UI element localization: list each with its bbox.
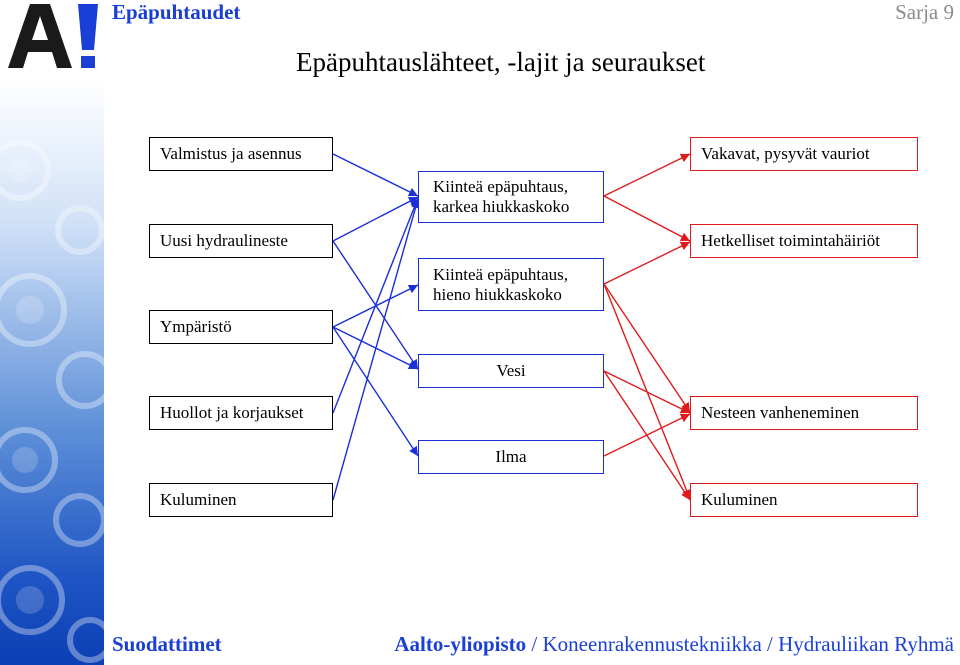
page-title: Epäpuhtauslähteet, -lajit ja seuraukset xyxy=(296,47,706,77)
source-box-wear: Kuluminen xyxy=(149,483,333,517)
type-box-coarse-solid: Kiinteä epäpuhtaus, karkea hiukkaskoko xyxy=(418,171,604,223)
arrow-water-to-aging xyxy=(603,370,691,414)
arrow-source-1-to-coarse xyxy=(332,153,419,197)
gear-pattern-icon xyxy=(0,139,104,663)
footer: Suodattimet Aalto-yliopisto / Koneenrake… xyxy=(0,630,960,660)
footer-group: Hydrauliikan Ryhmä xyxy=(778,632,954,656)
source-label: Kuluminen xyxy=(160,490,237,509)
source-label: Ympäristö xyxy=(160,317,232,336)
type-box-water: Vesi xyxy=(418,354,604,388)
arrow-coarse-to-severe xyxy=(603,153,691,197)
type-box-air: Ilma xyxy=(418,440,604,474)
series-label: Sarja 9 xyxy=(895,0,954,24)
source-box-new-fluid: Uusi hydraulineste xyxy=(149,224,333,258)
aalto-logo xyxy=(8,2,100,70)
source-label: Huollot ja korjaukset xyxy=(160,403,304,422)
effect-box-severe-damage: Vakavat, pysyvät vauriot xyxy=(690,137,918,171)
source-label: Uusi hydraulineste xyxy=(160,231,288,250)
arrow-fine-to-momentary xyxy=(603,241,691,285)
arrow-fine-to-aging xyxy=(603,283,691,413)
type-box-fine-solid: Kiinteä epäpuhtaus, hieno hiukkaskoko xyxy=(418,258,604,311)
footer-topic: Suodattimet xyxy=(112,632,222,656)
arrow-coarse-to-momentary xyxy=(603,195,691,242)
arrow-source-3-to-air xyxy=(332,326,419,457)
arrow-air-to-aging xyxy=(603,413,691,457)
source-box-environment: Ympäristö xyxy=(149,310,333,344)
footer-affiliation: Aalto-yliopisto / Koneenrakennustekniikk… xyxy=(394,630,954,658)
effect-label: Kuluminen xyxy=(701,490,778,509)
source-label: Valmistus ja asennus xyxy=(160,144,302,163)
footer-department: Koneenrakennustekniikka xyxy=(542,632,762,656)
effect-box-fluid-aging: Nesteen vanheneminen xyxy=(690,396,918,430)
footer-separator: / xyxy=(526,632,543,656)
effect-label: Nesteen vanheneminen xyxy=(701,403,860,422)
type-label-line1: Kiinteä epäpuhtaus, xyxy=(433,264,569,284)
arrow-source-5-to-coarse xyxy=(332,198,420,501)
effect-box-momentary-faults: Hetkelliset toimintahäiriöt xyxy=(690,224,918,258)
footer-separator: / xyxy=(761,632,779,656)
arrow-source-2-to-coarse xyxy=(332,196,419,242)
brand-title: Epäpuhtaudet xyxy=(112,0,241,24)
type-label-line1: Kiinteä epäpuhtaus, xyxy=(433,177,569,196)
source-box-maintenance: Huollot ja korjaukset xyxy=(149,396,333,430)
effect-box-wear: Kuluminen xyxy=(690,483,918,517)
type-label: Ilma xyxy=(495,447,527,466)
arrow-source-4-to-coarse xyxy=(332,197,419,414)
source-box-manufacturing: Valmistus ja asennus xyxy=(149,137,333,171)
footer-university: Aalto-yliopisto xyxy=(394,632,527,656)
effect-label: Hetkelliset toimintahäiriöt xyxy=(701,231,880,250)
type-label: Vesi xyxy=(496,361,526,380)
decorative-gear-panel xyxy=(0,80,104,665)
effect-label: Vakavat, pysyvät vauriot xyxy=(701,144,870,163)
type-label-line2: hieno hiukkaskoko xyxy=(433,284,562,304)
type-label-line2: karkea hiukkaskoko xyxy=(433,197,570,216)
